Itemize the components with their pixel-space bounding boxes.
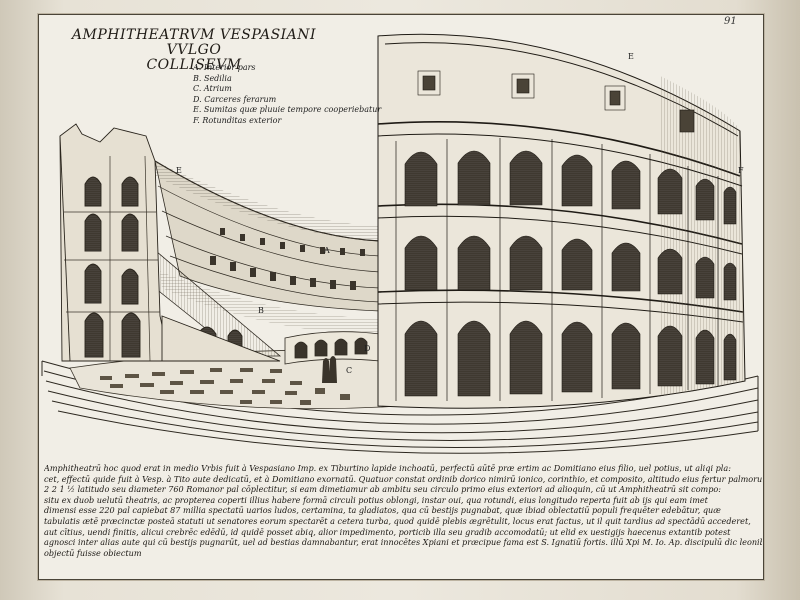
arcade-tier-1 [404, 320, 737, 397]
legend-item-c: C. Atrium [193, 84, 232, 93]
caption-line: Amphitheatrū hoc quod erat in medio Vrbi… [44, 463, 731, 473]
legend-item-e: E. Sumitas quæ pluuie tempore cooperieba… [193, 105, 382, 114]
caption-line: dimensi esse 220 pal capiebat 87 millia … [44, 505, 721, 516]
standing-figures [322, 356, 337, 383]
marker-c: C [346, 366, 353, 375]
marker-f: F [738, 166, 744, 175]
arena-floor-stones [100, 368, 350, 405]
outer-ring [377, 33, 746, 409]
legend-item-a: A. Interior pars [193, 63, 256, 72]
marker-d: D [364, 344, 371, 353]
page-number: 91 [724, 16, 737, 27]
legend-item-b: B. Sedilia [193, 73, 232, 83]
marker-e-right: E [628, 52, 634, 61]
caption-line: situ ex duob uelutū theatris, ac propter… [44, 494, 708, 505]
legend-item-f: F. Rotunditas exterior [193, 115, 282, 125]
marker-e-left: E [176, 166, 182, 175]
interior-seating [154, 160, 381, 334]
caption-line: agnosci inter alias aute qui cū bestijs … [44, 537, 762, 548]
plate-title-line1: AMPHITHEATRVM VESPASIANI VVLGO [71, 27, 317, 58]
legend: A. Interior pars B. Sedilia C. Atrium D.… [193, 63, 382, 126]
arcade-tier-2 [404, 235, 737, 301]
carceres-arches [284, 331, 381, 365]
plate-title-line2: COLLISEVM [146, 57, 242, 73]
columns [395, 138, 719, 401]
colosseum-engraving [41, 33, 759, 454]
marker-b: B [258, 306, 264, 315]
arcade-tier-3 [404, 150, 737, 225]
legend-item-d: D. Carceres ferarum [193, 94, 277, 104]
caption-line: objectū fuisse obiectum [44, 547, 142, 558]
caption-line: tabulatis ætē præcinctæ posteā statuti u… [44, 515, 751, 526]
caption-text: Amphitheatrū hoc quod erat in medio Vrbi… [44, 463, 762, 575]
plate-title: AMPHITHEATRVM VESPASIANI VVLGO COLLISEVM [44, 28, 344, 73]
attic-windows [417, 70, 695, 133]
caption-line: aut cītius, uendi finitis, alicui crebrē… [44, 526, 731, 537]
caption-line: 2 2 1 ½ latitudo seu diameter 760 Romano… [44, 484, 722, 495]
marker-a: A [324, 246, 330, 255]
caption-line: cet, effectū quide fuit à Vesp. à Tito a… [44, 473, 762, 484]
ruined-wall-section [59, 123, 281, 362]
